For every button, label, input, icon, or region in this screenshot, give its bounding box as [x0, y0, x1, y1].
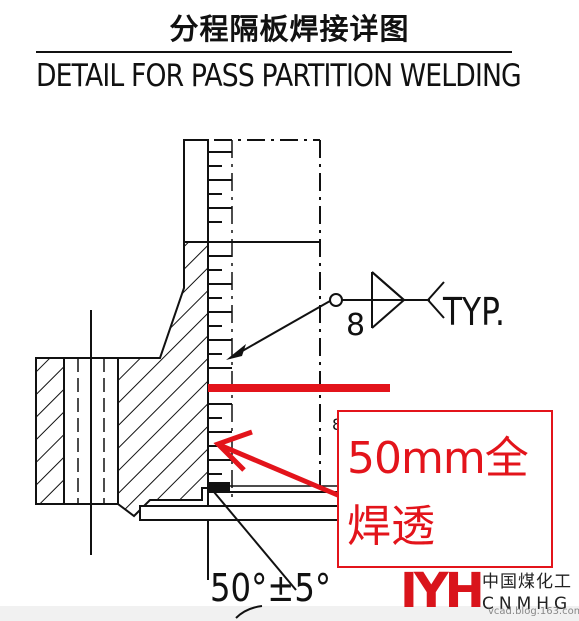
red-callout-arrow — [221, 443, 341, 499]
callout-text-line1: 50mm全 — [347, 433, 529, 484]
bevel-angle-label: 50°±5° — [210, 566, 332, 610]
flange-left-part — [35, 357, 65, 505]
partition-plate-ticks — [208, 151, 232, 475]
weld-symbol-leader — [229, 300, 331, 359]
footer-strip — [0, 606, 579, 621]
title-english: DETAIL FOR PASS PARTITION WELDING — [36, 58, 522, 94]
channel-body — [117, 241, 209, 518]
bevel-leader — [213, 491, 297, 591]
watermark-site: vcad.blog.163.com — [488, 606, 579, 617]
tail-symbol — [426, 281, 445, 319]
watermark-english: CNMHG — [482, 594, 573, 614]
bottom-plate — [139, 505, 341, 521]
weld-length-marker — [208, 384, 390, 392]
watermark-logo: IYH — [400, 563, 485, 619]
red-callout-box: 50mm全 焊透 — [337, 410, 553, 568]
all-around-circle — [329, 293, 343, 307]
watermark-chinese: 中国煤化工 — [482, 572, 572, 592]
callout-text-line2: 焊透 — [347, 501, 435, 552]
weld-root — [208, 482, 230, 492]
shell-wall — [183, 139, 209, 243]
weld-typ-note: TYP. — [443, 290, 505, 334]
watermark: IYH 中国煤化工 CNMHG — [398, 562, 579, 621]
weld-size-label: 8 — [346, 308, 366, 343]
title-chinese: 分程隔板焊接详图 — [169, 12, 410, 46]
